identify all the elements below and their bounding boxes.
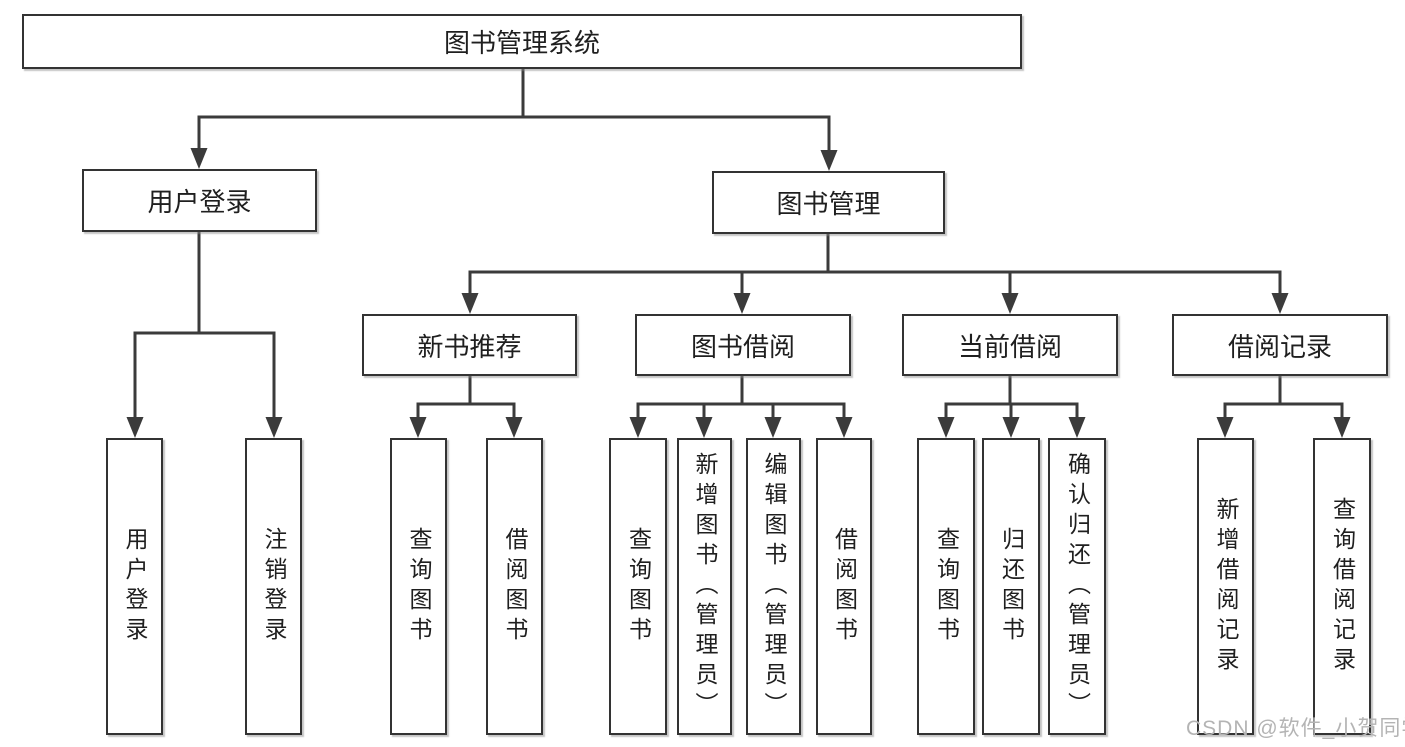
node-cb-confirm-return: 确认归还（管理员） <box>1048 438 1106 735</box>
node-user-login: 用户登录 <box>82 169 317 232</box>
connector-book-borrow-children <box>629 374 853 438</box>
node-nr-borrow-book-label: 借阅图书 <box>502 526 528 647</box>
connector-borrow-records-children <box>1216 374 1351 438</box>
node-br-add-record-label: 新增借阅记录 <box>1213 496 1239 677</box>
node-bb-edit-book-label: 编辑图书（管理员） <box>761 451 787 722</box>
node-new-book-rec-label: 新书推荐 <box>417 331 522 362</box>
connector-new-book-rec-children <box>409 374 523 438</box>
node-bb-query-book: 查询图书 <box>609 438 667 735</box>
node-bb-add-book: 新增图书（管理员） <box>677 438 732 735</box>
node-leaf-logout: 注销登录 <box>245 438 302 735</box>
node-leaf-user-login-label: 用户登录 <box>122 526 148 647</box>
connector-root-children <box>190 67 838 171</box>
connector-book-mgmt-children <box>461 232 1289 314</box>
node-nr-query-book-label: 查询图书 <box>406 526 432 647</box>
node-book-borrow-label: 图书借阅 <box>690 331 795 362</box>
node-leaf-user-login: 用户登录 <box>106 438 163 735</box>
node-nr-query-book: 查询图书 <box>390 438 447 735</box>
node-bb-edit-book: 编辑图书（管理员） <box>746 438 801 735</box>
node-root: 图书管理系统 <box>22 14 1022 69</box>
node-br-query-record: 查询借阅记录 <box>1313 438 1371 735</box>
node-br-query-record-label: 查询借阅记录 <box>1329 496 1356 677</box>
node-book-mgmt: 图书管理 <box>712 171 945 234</box>
node-current-borrow: 当前借阅 <box>902 314 1118 376</box>
node-nr-borrow-book: 借阅图书 <box>486 438 543 735</box>
node-cb-return-book: 归还图书 <box>982 438 1040 735</box>
node-bb-query-book-label: 查询图书 <box>625 526 652 647</box>
node-cb-query-book: 查询图书 <box>917 438 975 735</box>
node-bb-borrow-book-label: 借阅图书 <box>831 526 858 647</box>
csdn-watermark: CSDN @软件_小贺同学 <box>1186 717 1405 740</box>
node-root-label: 图书管理系统 <box>443 28 600 58</box>
node-book-mgmt-label: 图书管理 <box>776 189 881 219</box>
node-cb-query-book-label: 查询图书 <box>933 526 960 647</box>
node-borrow-records-label: 借阅记录 <box>1227 331 1332 362</box>
node-br-add-record: 新增借阅记录 <box>1197 438 1254 735</box>
node-borrow-records: 借阅记录 <box>1172 314 1388 376</box>
node-bb-add-book-label: 新增图书（管理员） <box>692 451 718 722</box>
connector-current-borrow-children <box>937 374 1086 438</box>
node-bb-borrow-book: 借阅图书 <box>816 438 872 735</box>
node-current-borrow-label: 当前借阅 <box>957 331 1062 362</box>
node-cb-confirm-return-label: 确认归还（管理员） <box>1064 451 1091 722</box>
connector-user-login-children <box>126 230 283 438</box>
node-leaf-logout-label: 注销登录 <box>261 526 287 647</box>
node-user-login-label: 用户登录 <box>147 187 252 217</box>
node-book-borrow: 图书借阅 <box>635 314 851 376</box>
node-new-book-rec: 新书推荐 <box>362 314 577 376</box>
node-cb-return-book-label: 归还图书 <box>998 526 1025 647</box>
